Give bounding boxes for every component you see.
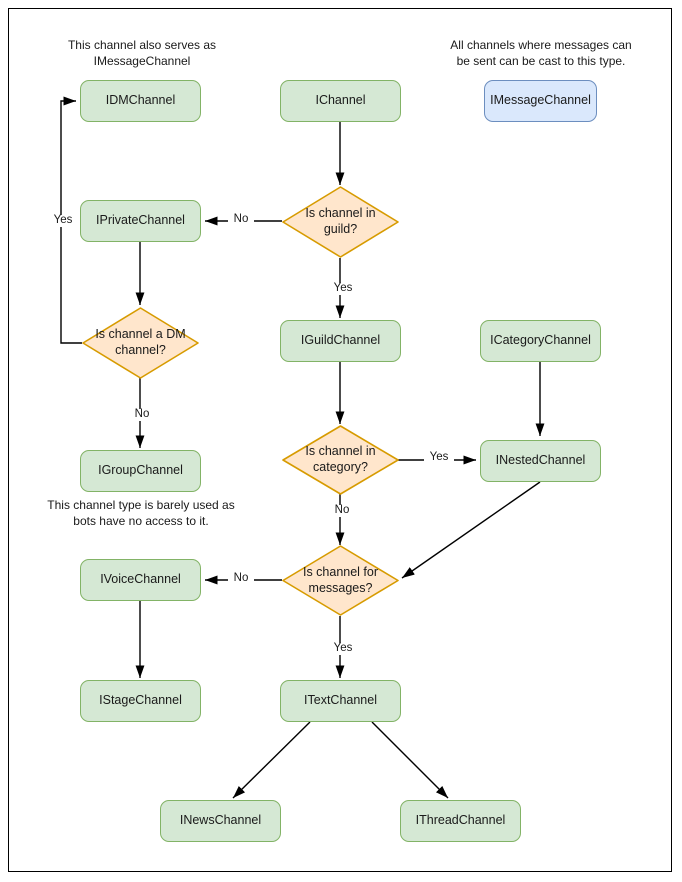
node-ithread-channel[interactable]: IThreadChannel (400, 800, 521, 842)
node-itext-channel-label: ITextChannel (304, 693, 377, 708)
node-is-channel-in-guild-label: Is channel in guild? (305, 206, 376, 236)
edge-label-category-yes: Yes (424, 451, 454, 464)
note-dm-channel-line2: IMessageChannel (93, 53, 191, 68)
node-ithread-channel-label: IThreadChannel (415, 813, 506, 828)
edge-label-category-no: No (329, 504, 355, 517)
node-inested-channel-label: INestedChannel (495, 453, 586, 468)
node-is-channel-in-category[interactable]: Is channel in category? (282, 425, 399, 495)
node-is-channel-a-dm-channel[interactable]: Is channel a DM channel? (82, 307, 199, 379)
node-iprivate-channel-label: IPrivateChannel (96, 213, 185, 228)
diamond-shape-icon (82, 307, 199, 379)
node-inews-channel[interactable]: INewsChannel (160, 800, 281, 842)
diamond-shape-icon (282, 545, 399, 616)
note-message-channel-line2: be sent can be cast to this type. (456, 53, 626, 68)
edge-label-messages-yes: Yes (328, 642, 358, 655)
node-ichannel[interactable]: IChannel (280, 80, 401, 122)
note-group-channel-line2: bots have no access to it. (73, 513, 209, 528)
note-message-channel: All channels where messages can be sent … (438, 38, 644, 70)
node-is-channel-a-dm-channel-label: Is channel a DM channel? (95, 327, 186, 357)
edge-inestedchannel-to-messages-question (401, 481, 541, 579)
edge-label-messages-no: No (228, 572, 254, 585)
node-idm-channel-label: IDMChannel (105, 93, 176, 108)
node-iprivate-channel[interactable]: IPrivateChannel (80, 200, 201, 242)
diamond-shape-icon (282, 186, 399, 258)
edge-itextchannel-to-ithreadchannel (371, 721, 449, 799)
node-iguild-channel[interactable]: IGuildChannel (280, 320, 401, 362)
note-group-channel: This channel type is barely used as bots… (40, 498, 242, 530)
node-is-channel-for-messages[interactable]: Is channel for messages? (282, 545, 399, 616)
note-group-channel-line1: This channel type is barely used as (47, 498, 235, 512)
node-icategory-channel-label: ICategoryChannel (490, 333, 591, 348)
node-istage-channel[interactable]: IStageChannel (80, 680, 201, 722)
edge-label-guild-no: No (228, 213, 254, 226)
node-inested-channel[interactable]: INestedChannel (480, 440, 601, 482)
node-imessage-channel[interactable]: IMessageChannel (484, 80, 597, 122)
node-inews-channel-label: INewsChannel (179, 813, 262, 828)
node-iguild-channel-label: IGuildChannel (300, 333, 381, 348)
diamond-shape-icon (282, 425, 399, 495)
note-dm-channel-line1: This channel also serves as (67, 38, 217, 52)
node-ivoice-channel-label: IVoiceChannel (100, 572, 181, 587)
node-itext-channel[interactable]: ITextChannel (280, 680, 401, 722)
node-is-channel-in-guild[interactable]: Is channel in guild? (282, 186, 399, 258)
note-message-channel-line1: All channels where messages can (450, 38, 632, 52)
node-is-channel-in-category-label: Is channel in category? (305, 444, 376, 474)
node-is-channel-for-messages-label: Is channel for messages? (302, 564, 379, 595)
edge-label-dm-yes: Yes (48, 214, 78, 227)
edge-itextchannel-to-inewschannel (232, 721, 311, 799)
node-igroup-channel[interactable]: IGroupChannel (80, 450, 201, 492)
node-idm-channel[interactable]: IDMChannel (80, 80, 201, 122)
node-ivoice-channel[interactable]: IVoiceChannel (80, 559, 201, 601)
node-ichannel-label: IChannel (315, 93, 366, 108)
node-imessage-channel-label: IMessageChannel (490, 93, 591, 108)
node-igroup-channel-label: IGroupChannel (98, 463, 183, 478)
node-istage-channel-label: IStageChannel (99, 693, 182, 708)
edge-label-dm-no: No (129, 408, 155, 421)
edge-label-guild-yes: Yes (328, 282, 358, 295)
node-icategory-channel[interactable]: ICategoryChannel (480, 320, 601, 362)
note-dm-channel: This channel also serves as IMessageChan… (52, 38, 232, 70)
